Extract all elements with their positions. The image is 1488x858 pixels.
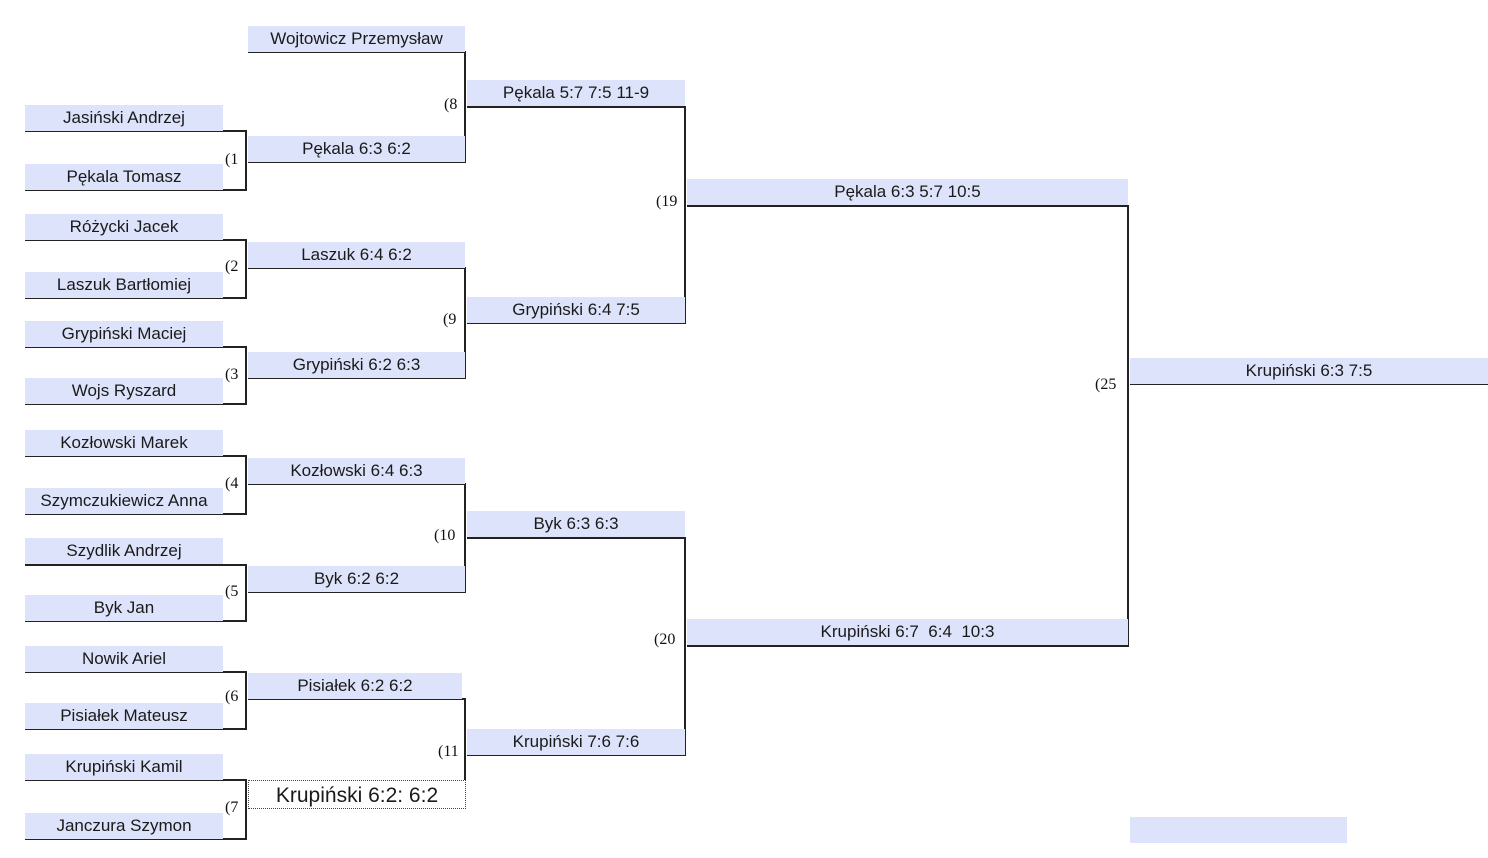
match-number: (10 — [434, 527, 456, 544]
match-number: (3 — [225, 366, 239, 383]
player-slot[interactable]: Janczura Szymon — [25, 813, 223, 839]
result-slot[interactable]: Byk 6:2 6:2 — [248, 566, 465, 592]
result-slot[interactable]: Kozłowski 6:4 6:3 — [248, 458, 465, 484]
result-slot-selected[interactable]: Krupiński 6:2: 6:2 — [248, 780, 466, 809]
player-slot[interactable]: Szydlik Andrzej — [25, 538, 223, 564]
match-number: (25 — [1095, 376, 1117, 393]
match-number: (20 — [654, 631, 676, 648]
result-slot[interactable]: Laszuk 6:4 6:2 — [248, 242, 465, 268]
player-slot[interactable]: Nowik Ariel — [25, 646, 223, 672]
match-number: (6 — [225, 688, 239, 705]
match-number: (1 — [225, 151, 239, 168]
player-slot[interactable]: Szymczukiewicz Anna — [25, 488, 223, 514]
match-number: (7 — [225, 799, 239, 816]
empty-result-slot[interactable] — [1130, 817, 1347, 843]
result-slot[interactable]: Pisiałek 6:2 6:2 — [248, 673, 462, 699]
match-number: (19 — [656, 193, 678, 210]
result-slot[interactable]: Krupiński 6:7 6:4 10:3 — [687, 619, 1128, 645]
match-number: (9 — [443, 311, 457, 328]
match-number: (8 — [444, 96, 458, 113]
player-slot[interactable]: Pisiałek Mateusz — [25, 703, 223, 729]
player-slot[interactable]: Kozłowski Marek — [25, 430, 223, 456]
player-slot[interactable]: Pękala Tomasz — [25, 164, 223, 190]
result-slot[interactable]: Pękala 5:7 7:5 11-9 — [467, 80, 685, 106]
match-number: (11 — [438, 743, 459, 760]
result-slot[interactable]: Grypiński 6:4 7:5 — [467, 297, 685, 323]
player-slot[interactable]: Różycki Jacek — [25, 214, 223, 240]
match-number: (2 — [225, 258, 239, 275]
bye-player-slot[interactable]: Wojtowicz Przemysław — [248, 26, 465, 52]
player-slot[interactable]: Wojs Ryszard — [25, 378, 223, 404]
player-slot[interactable]: Laszuk Bartłomiej — [25, 272, 223, 298]
result-slot[interactable]: Byk 6:3 6:3 — [467, 511, 685, 537]
result-slot[interactable]: Grypiński 6:2 6:3 — [248, 352, 465, 378]
player-slot[interactable]: Byk Jan — [25, 595, 223, 621]
result-slot[interactable]: Pękala 6:3 6:2 — [248, 136, 465, 162]
result-slot[interactable]: Krupiński 7:6 7:6 — [467, 729, 685, 755]
match-number: (5 — [225, 583, 239, 600]
player-slot[interactable]: Grypiński Maciej — [25, 321, 223, 347]
player-slot[interactable]: Jasiński Andrzej — [25, 105, 223, 131]
final-result-slot[interactable]: Krupiński 6:3 7:5 — [1130, 358, 1488, 384]
result-slot[interactable]: Pękala 6:3 5:7 10:5 — [687, 179, 1128, 205]
match-number: (4 — [225, 475, 239, 492]
player-slot[interactable]: Krupiński Kamil — [25, 754, 223, 780]
